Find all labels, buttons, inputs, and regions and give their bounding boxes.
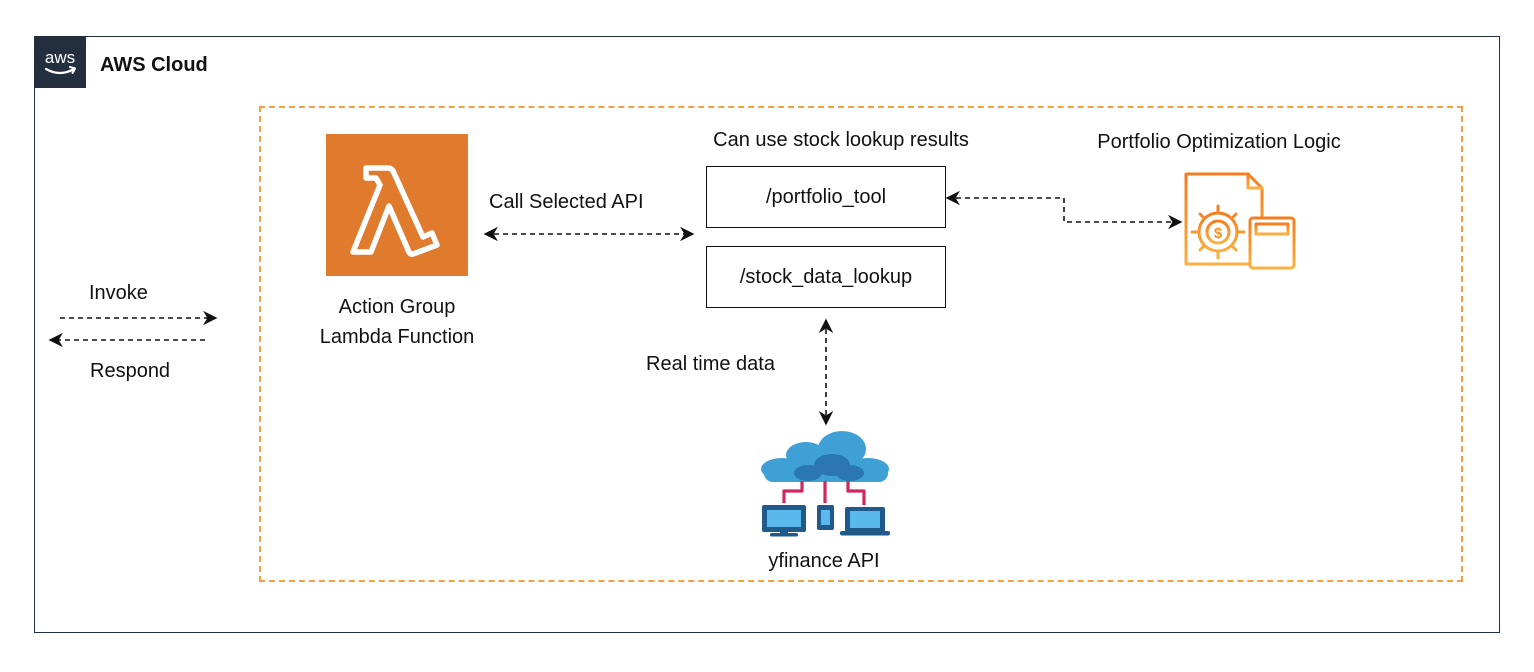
invoke-label: Invoke xyxy=(89,282,148,304)
respond-label: Respond xyxy=(90,360,171,382)
portfolio-optimization-label: Portfolio Optimization Logic xyxy=(1097,131,1341,153)
svg-text:aws: aws xyxy=(45,48,75,67)
portfolio-calculator-icon: $ xyxy=(1180,170,1298,275)
cloud-network-icon xyxy=(754,425,894,542)
stock-lookup-header: Can use stock lookup results xyxy=(713,129,969,151)
lambda-icon xyxy=(326,134,468,276)
yfinance-label: yfinance API xyxy=(768,550,880,572)
portfolio-tool-api-box: /portfolio_tool xyxy=(706,166,946,228)
realtime-data-label: Real time data xyxy=(646,353,775,375)
aws-logo-icon: aws xyxy=(34,36,86,88)
stock-data-lookup-api-box: /stock_data_lookup xyxy=(706,246,946,308)
svg-text:$: $ xyxy=(1214,225,1223,242)
action-group-frame xyxy=(259,106,1463,582)
call-api-label: Call Selected API xyxy=(489,191,644,213)
lambda-label-line1: Action Group xyxy=(338,296,456,318)
lambda-label-line2: Lambda Function xyxy=(319,326,475,348)
optimization-arrow xyxy=(945,190,1183,230)
aws-cloud-group xyxy=(34,36,1500,633)
cloud-title: AWS Cloud xyxy=(100,54,208,76)
